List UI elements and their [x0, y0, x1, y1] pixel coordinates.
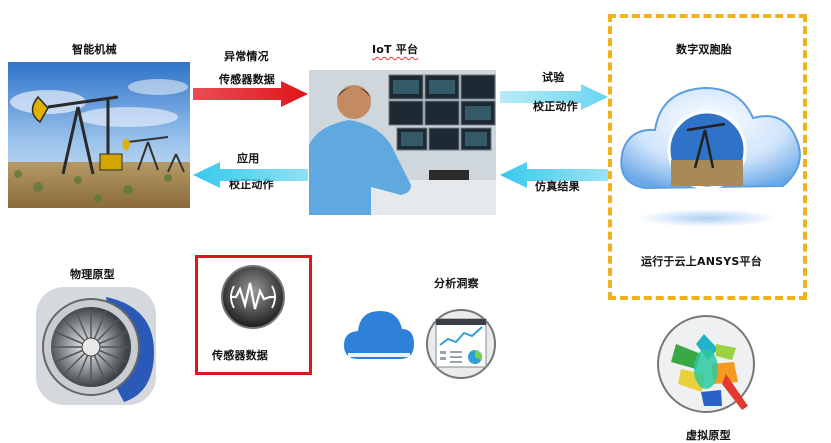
smart-machine-title: 智能机械 — [72, 43, 117, 56]
sensor-data-frame — [195, 255, 312, 375]
cyan-arrow-right — [500, 84, 608, 110]
jet-engine-photo — [36, 287, 156, 405]
arrow-bottom-right-label: 仿真结果 — [535, 180, 580, 193]
cyan-arrow-left-2 — [500, 162, 608, 188]
sensor-data-label: 传感器数据 — [212, 349, 268, 362]
virtual-prototype-title: 虚拟原型 — [686, 429, 731, 442]
dashboard-icon — [426, 309, 496, 379]
iot-title: IoT 平台 — [372, 43, 419, 56]
cloud-twin-icon — [620, 86, 801, 227]
red-arrow-right — [193, 81, 308, 107]
arrow-bottom-left-label-1: 应用 — [237, 152, 260, 165]
cloud-icon — [344, 311, 414, 359]
physical-prototype-title: 物理原型 — [70, 268, 115, 281]
pumpjack-photo — [8, 62, 190, 208]
arrow-top-right-label-1: 试验 — [542, 71, 565, 84]
digital-twin-title: 数字双胞胎 — [676, 43, 732, 56]
cyan-arrow-left — [193, 162, 308, 188]
analysis-title: 分析洞察 — [434, 277, 479, 290]
arrow-top-label-2: 传感器数据 — [219, 73, 275, 86]
arrow-bottom-left-label-2: 校正动作 — [229, 178, 274, 191]
sensor-signal-icon — [221, 265, 285, 329]
turbine-render — [657, 315, 755, 413]
arrow-top-label-1: 异常情况 — [224, 50, 269, 63]
digital-twin-frame — [608, 14, 807, 300]
operator-photo — [309, 70, 496, 215]
arrow-top-right-label-2: 校正动作 — [533, 100, 578, 113]
digital-twin-caption: 运行于云上ANSYS平台 — [641, 255, 762, 268]
